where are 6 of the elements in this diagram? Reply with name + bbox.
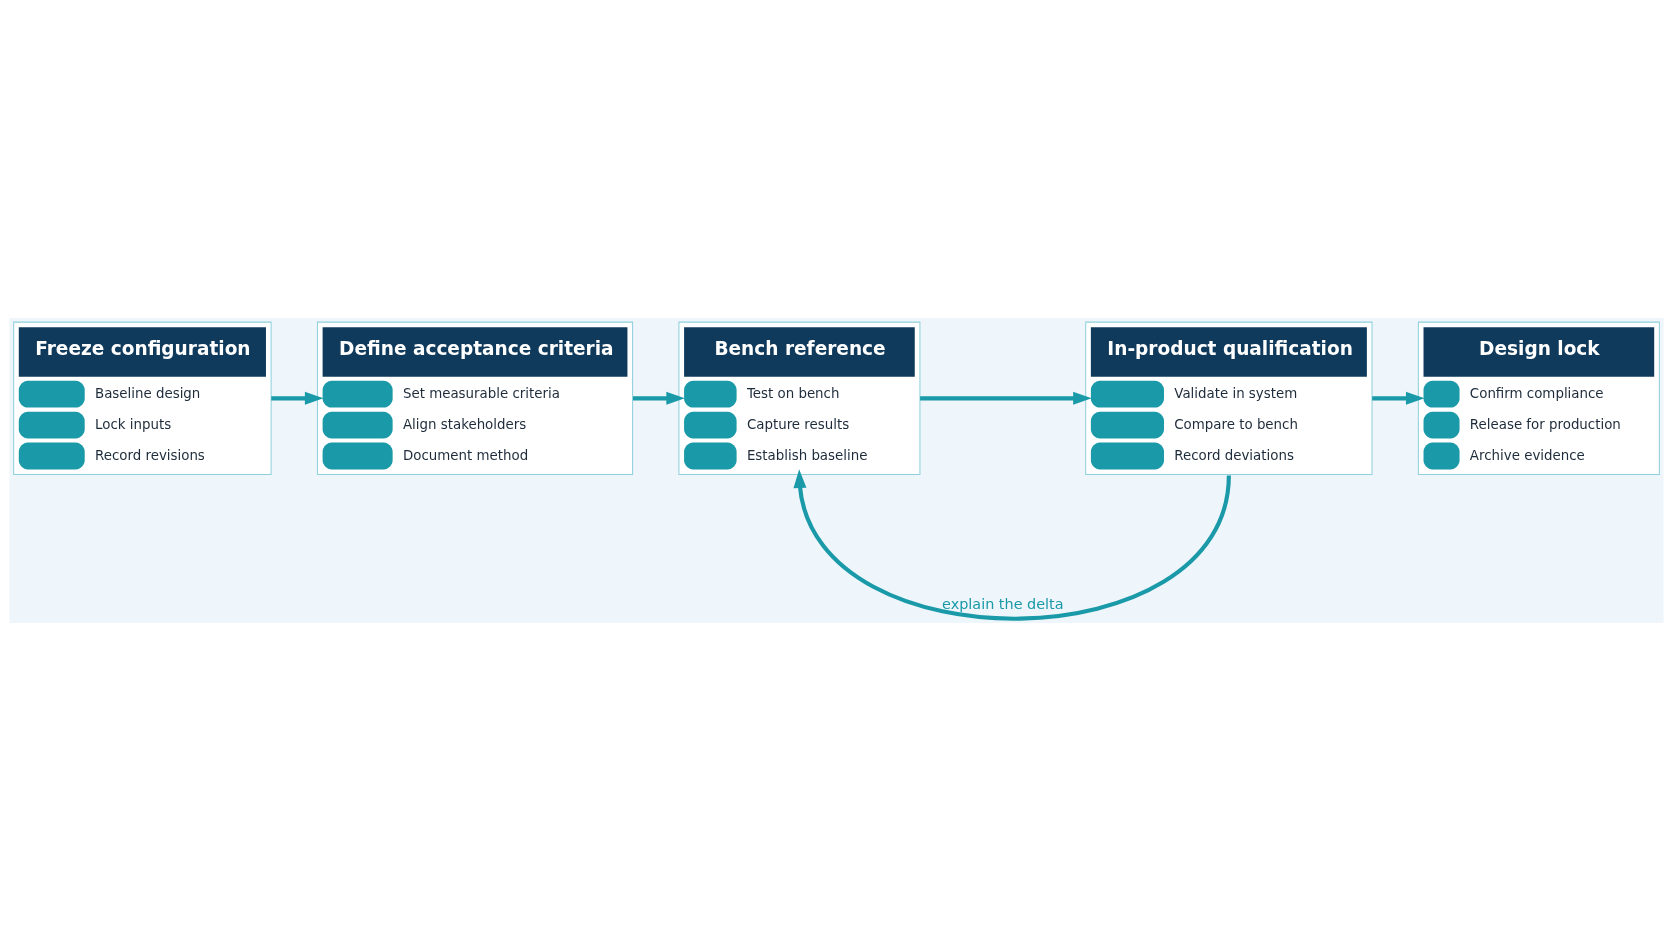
arrow xyxy=(792,469,1231,621)
arrow xyxy=(270,391,323,405)
arrow xyxy=(632,391,685,405)
arrow xyxy=(1371,391,1425,405)
arrow xyxy=(919,391,1092,405)
edge-label: explain the delta xyxy=(941,595,1064,612)
